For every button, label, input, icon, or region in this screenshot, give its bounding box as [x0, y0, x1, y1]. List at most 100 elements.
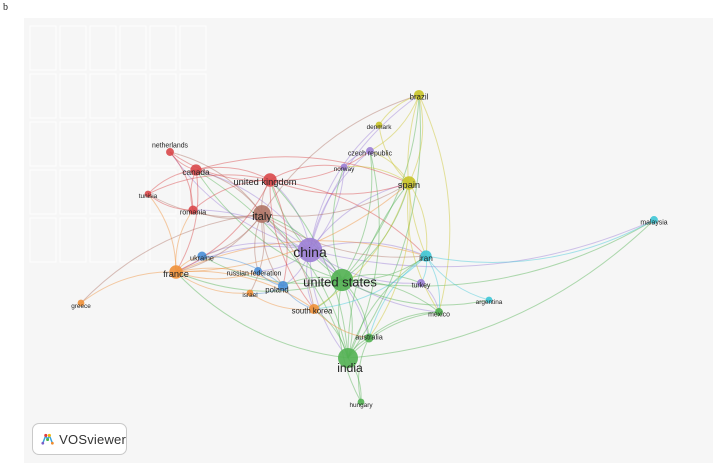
node-label-india: india	[337, 361, 363, 375]
background-grid-cell	[29, 73, 57, 119]
link-united-kingdom-netherlands	[169, 151, 271, 181]
link-united-kingdom-romania	[192, 179, 271, 211]
panel-label: b	[3, 2, 8, 13]
node-israel[interactable]	[246, 289, 254, 297]
node-denmark[interactable]	[375, 121, 383, 129]
node-russian-federation[interactable]	[254, 267, 262, 275]
background-grid-cell	[149, 217, 177, 263]
node-italy[interactable]	[253, 205, 271, 223]
node-label-united-kingdom: united kingdom	[233, 177, 296, 187]
link-brazil-iran	[407, 94, 427, 257]
background-grid-cell	[119, 25, 147, 71]
link-united-states-spain	[341, 182, 410, 281]
link-united-kingdom-tunisia	[147, 174, 271, 195]
node-label-australia: australia	[355, 333, 384, 342]
node-malaysia[interactable]	[650, 216, 658, 224]
vosviewer-logo-icon	[41, 433, 54, 445]
link-australia-mexico	[368, 311, 440, 339]
link-france-iran	[175, 240, 427, 273]
background-grid-cell	[89, 121, 117, 167]
node-label-argentina: argentina	[476, 299, 503, 306]
link-china-india	[309, 249, 349, 359]
background-grid-cell	[179, 73, 207, 119]
node-south-korea[interactable]	[308, 303, 320, 315]
node-brazil[interactable]	[413, 89, 425, 101]
node-canada[interactable]	[190, 164, 202, 176]
link-south-korea-israel	[249, 292, 315, 310]
link-china-france	[175, 245, 311, 273]
background-grid-cell	[119, 169, 147, 215]
node-spain[interactable]	[402, 176, 416, 190]
node-china[interactable]	[297, 237, 323, 263]
link-united-kingdom-canada	[195, 166, 271, 181]
background-grid-cell	[179, 25, 207, 71]
link-india-iran	[347, 255, 427, 359]
link-united-states-ukraine	[201, 255, 343, 284]
link-united-states-canada	[195, 169, 343, 281]
node-norway[interactable]	[340, 163, 348, 171]
node-netherlands[interactable]	[166, 148, 174, 156]
node-tunisia[interactable]	[144, 190, 152, 198]
node-turkey[interactable]	[417, 279, 425, 287]
link-india-italy	[261, 213, 349, 359]
link-romania-netherlands	[169, 151, 194, 211]
node-iran[interactable]	[420, 250, 432, 262]
link-united-states-france	[175, 271, 343, 292]
node-label-united-states: united states	[303, 275, 377, 290]
link-italy-iran	[261, 213, 427, 258]
node-argentina[interactable]	[485, 296, 493, 304]
node-romania[interactable]	[188, 205, 198, 215]
node-australia[interactable]	[364, 333, 374, 343]
link-united-states-united-kingdom	[269, 179, 343, 281]
link-united-kingdom-france	[175, 179, 271, 273]
node-poland[interactable]	[277, 280, 289, 292]
node-label-italy: italy	[252, 211, 272, 223]
background-grid-cell	[59, 25, 87, 71]
node-hungary[interactable]	[357, 398, 365, 406]
node-label-brazil: brazil	[410, 93, 429, 102]
link-united-kingdom-iran	[269, 179, 427, 257]
node-label-denmark: denmark	[367, 124, 393, 131]
node-united-states[interactable]	[330, 268, 354, 292]
node-greece[interactable]	[77, 299, 85, 307]
link-united-states-argentina	[341, 279, 490, 306]
node-india[interactable]	[338, 348, 358, 368]
link-united-states-malaysia	[341, 219, 655, 287]
vosviewer-logo: VOSviewer	[32, 423, 127, 455]
link-china-iran	[309, 241, 427, 257]
node-czech-republic[interactable]	[366, 147, 374, 155]
node-united-kingdom[interactable]	[263, 173, 277, 187]
link-poland-ukraine	[201, 255, 284, 287]
link-united-states-norway	[332, 166, 345, 281]
node-label-romania: romania	[180, 208, 207, 217]
background-grid-cell	[89, 25, 117, 71]
link-united-states-hungary	[338, 279, 362, 403]
node-france[interactable]	[169, 265, 183, 279]
link-india-mexico	[347, 311, 440, 359]
node-mexico[interactable]	[435, 308, 443, 316]
background-grid-cell	[119, 121, 147, 167]
background-grid-cell	[29, 169, 57, 215]
link-china-brazil	[309, 94, 420, 251]
node-label-norway: norway	[334, 166, 355, 173]
link-china-netherlands	[169, 151, 311, 251]
link-france-israel	[175, 271, 251, 294]
link-united-kingdom-norway	[269, 164, 345, 181]
link-canada-france	[175, 169, 199, 273]
node-label-netherlands: netherlands	[152, 142, 189, 149]
link-china-czech-republic	[309, 150, 371, 251]
node-ukraine[interactable]	[197, 251, 207, 261]
link-italy-greece	[80, 213, 263, 304]
node-label-turkey: turkey	[412, 282, 431, 289]
node-label-spain: spain	[398, 180, 420, 190]
link-china-mexico	[309, 249, 440, 313]
link-spain-mexico	[407, 182, 440, 313]
link-canada-spain	[195, 156, 410, 184]
node-label-hungary: hungary	[349, 402, 373, 409]
link-iran-australia	[368, 255, 427, 339]
background-grid-cell	[59, 73, 87, 119]
link-iran-malaysia	[425, 219, 655, 263]
node-layer	[77, 89, 658, 406]
